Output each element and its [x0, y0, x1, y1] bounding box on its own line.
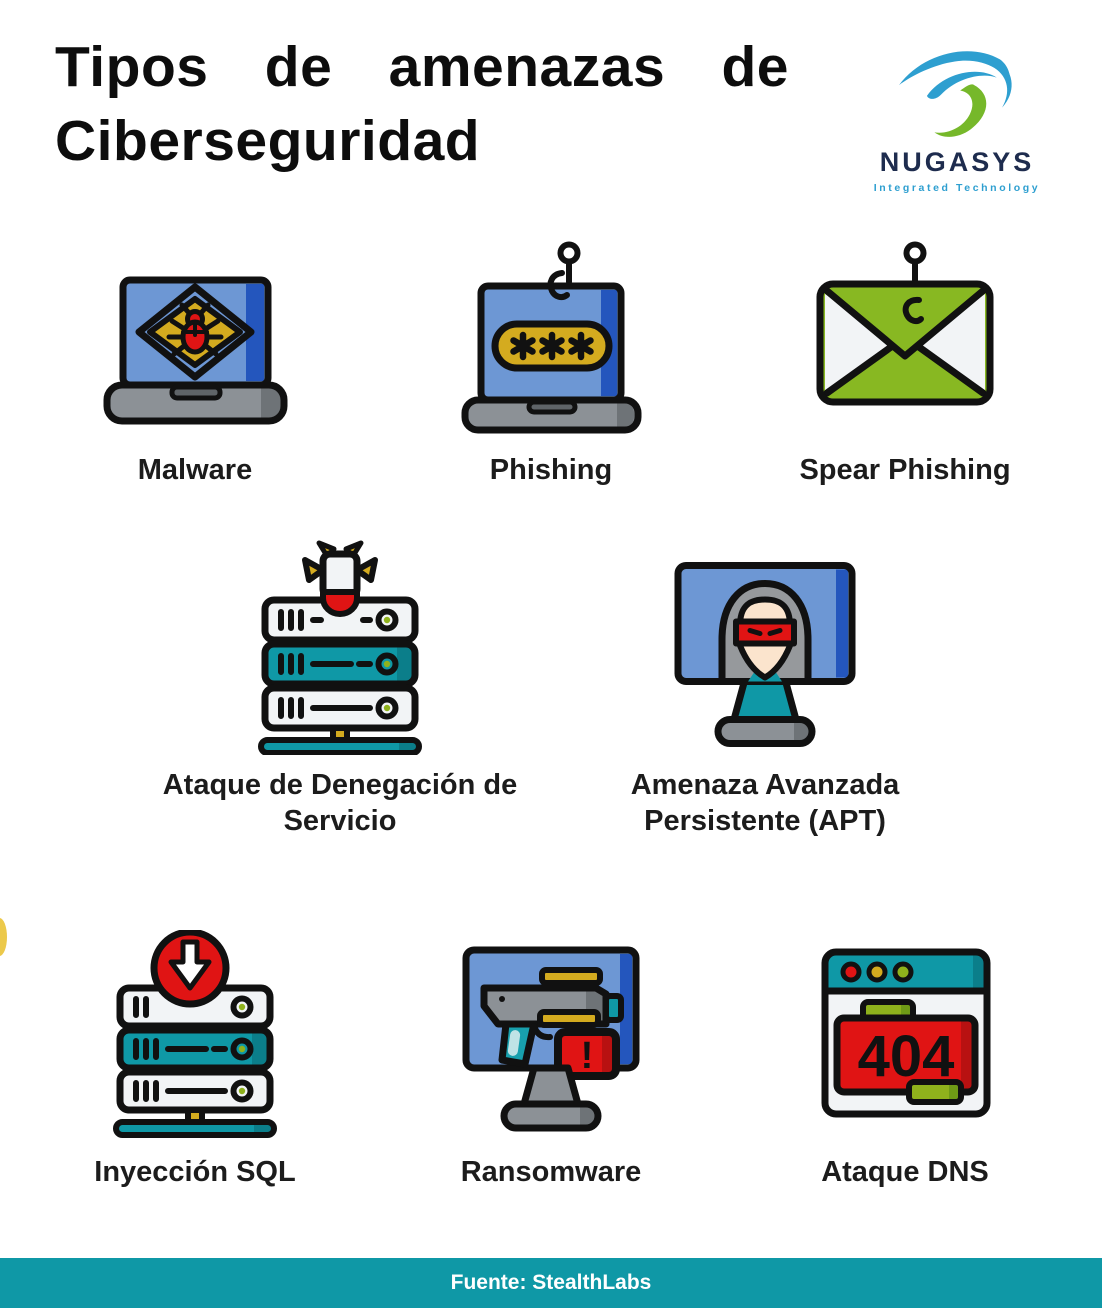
error-404-glyph: 404 [857, 1024, 954, 1089]
threat-card-spear-phishing: Spear Phishing [729, 240, 1081, 488]
dns-attack-404-browser-icon: 404 [821, 948, 990, 1118]
password-asterisks-glyph [509, 331, 594, 361]
threat-label-malware: Malware [137, 454, 253, 486]
threat-card-apt: Amenaza Avanzada Persistente (APT) [575, 540, 955, 840]
threat-card-dos: Ataque de Denegación de Servicio [150, 540, 530, 840]
threat-label-phishing: Phishing [489, 454, 613, 486]
page-title: Tipos de amenazas de Ciberseguridad [55, 30, 885, 178]
warning-exclamation-glyph: ! [581, 1035, 594, 1077]
threat-label-dns-attack: Ataque DNS [821, 1156, 989, 1188]
threat-label-spear-phishing: Spear Phishing [799, 454, 1011, 486]
footer-source-bar: Fuente: StealthLabs [0, 1258, 1102, 1308]
threat-card-ransomware: ! Ransomware [375, 930, 727, 1190]
footer-source-text: Fuente: StealthLabs [450, 1271, 652, 1294]
threat-label-apt: Amenaza Avanzada Persistente (APT) [630, 769, 900, 838]
nugasys-logo: NUGASYS Integrated Technology [868, 40, 1046, 194]
threat-label-sql-injection: Inyección SQL [94, 1156, 296, 1188]
apt-hacker-monitor-icon [674, 562, 856, 747]
threat-card-phishing: Phishing [375, 240, 727, 488]
ransomware-gun-monitor-icon: ! [462, 946, 640, 1132]
threat-label-ransomware: Ransomware [460, 1156, 642, 1188]
threat-card-dns-attack: 404 Ataque DNS [729, 930, 1081, 1190]
threat-card-sql-injection: Inyección SQL [19, 930, 371, 1190]
page-title-line2: Ciberseguridad [55, 109, 481, 174]
nugasys-logo-swoosh-icon [899, 51, 1012, 137]
nugasys-logo-tagline: Integrated Technology [873, 182, 1041, 194]
threat-label-dos: Ataque de Denegación de Servicio [162, 769, 518, 838]
page-title-line1: Tipos de amenazas de [55, 35, 790, 99]
dos-server-bomb-icon [258, 540, 422, 755]
spear-phishing-envelope-hook-icon [816, 241, 994, 406]
left-edge-accent-dot [0, 918, 7, 956]
phishing-laptop-password-hook-icon [461, 241, 641, 434]
threat-card-malware: Malware [19, 240, 371, 488]
nugasys-logo-name: NUGASYS [879, 147, 1035, 177]
sql-injection-server-arrow-icon [113, 930, 277, 1138]
malware-laptop-bug-icon [103, 276, 287, 425]
